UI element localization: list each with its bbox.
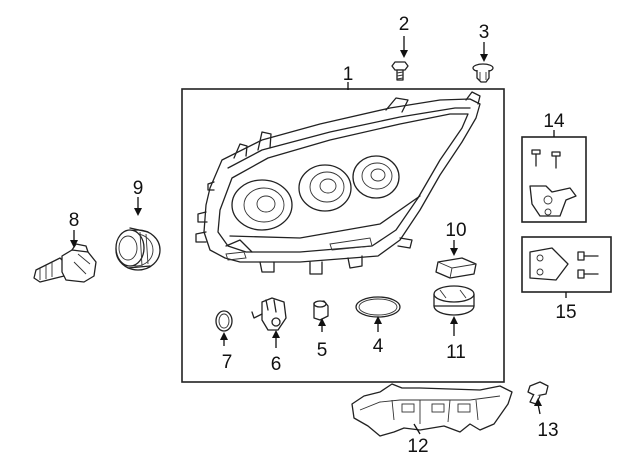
callout-14: 14 [543,111,565,132]
callout-15: 15 [555,302,576,323]
callout-12: 12 [407,436,428,457]
clip-3 [472,63,494,83]
bulb-socket-5 [313,300,329,321]
socket-wire-6 [251,297,287,331]
leveling-motor-11 [433,285,475,316]
mounting-bracket-12 [351,383,513,437]
control-module-10 [435,257,477,279]
callout-9: 9 [133,178,144,199]
callout-1: 1 [343,64,354,85]
repair-kit-15 [521,236,612,293]
headlamp-assembly-box [181,88,505,383]
leader-lines [70,36,567,435]
callout-5: 5 [317,340,328,361]
callout-8: 8 [69,210,80,231]
headlamp-assembly [195,91,481,275]
bulb-8 [33,243,97,283]
callout-3: 3 [479,22,490,43]
repair-kit-14 [521,136,587,223]
socket-boot-9 [115,227,161,271]
bolt-2 [391,61,409,81]
callout-10: 10 [445,220,466,241]
seal-4 [355,296,401,318]
callout-7: 7 [222,352,233,373]
callout-13: 13 [537,420,558,441]
callout-2: 2 [399,14,410,35]
seal-ring-7 [215,310,233,332]
callout-6: 6 [271,354,282,375]
callout-4: 4 [373,336,384,357]
callout-11: 11 [446,342,466,363]
callout-labels: 1 2 3 4 5 6 7 8 9 10 11 12 13 14 15 [69,14,577,457]
